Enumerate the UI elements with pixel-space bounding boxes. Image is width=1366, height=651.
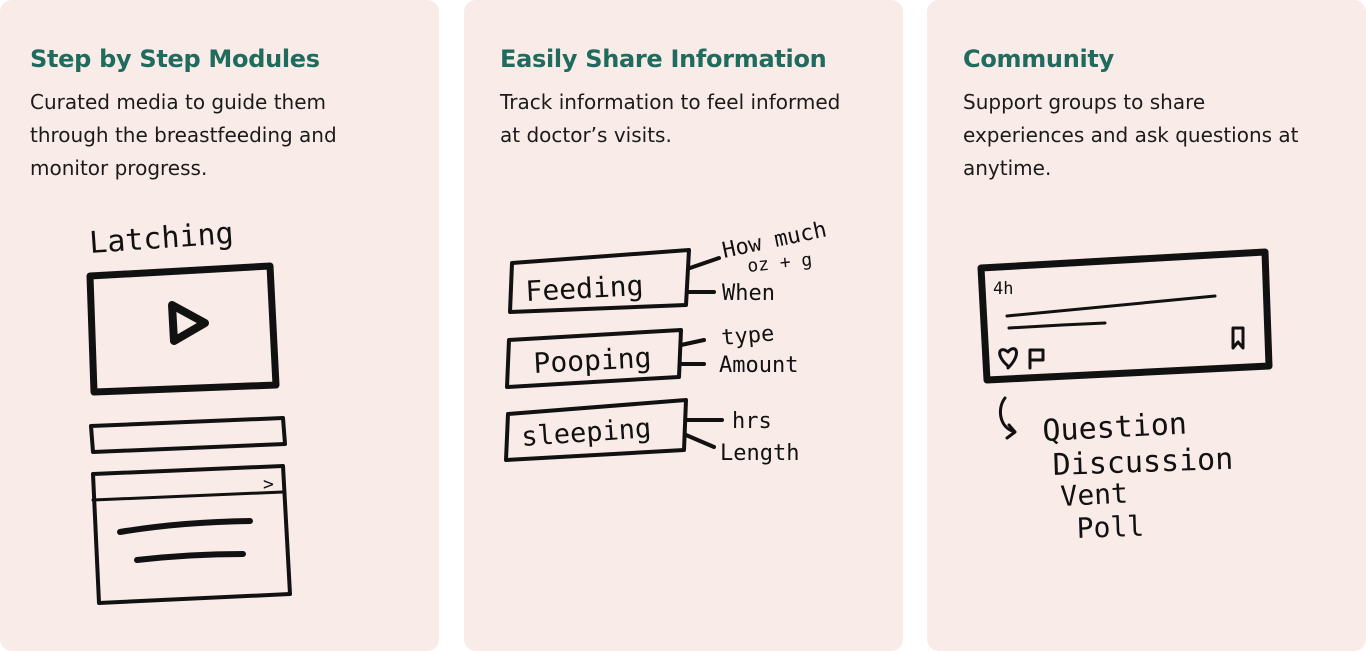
sleeping-box xyxy=(504,398,688,462)
feeding-box xyxy=(508,248,691,314)
feature-card-modules: Step by Step Modules Curated media to gu… xyxy=(0,0,439,651)
community-sketch: 4h Question Discussion Vent Poll xyxy=(977,248,1273,545)
pooping-box xyxy=(505,328,683,389)
connector xyxy=(688,256,721,270)
connector xyxy=(684,433,716,449)
post-text-line xyxy=(1005,294,1217,318)
box-label: Pooping xyxy=(533,341,653,380)
description-line: at doctor’s visits. xyxy=(500,123,672,147)
card-description: Curated media to guide them through the … xyxy=(30,86,337,185)
note: hrs xyxy=(732,409,772,434)
description-line: Support groups to share xyxy=(963,90,1206,114)
description-line: experiences and ask questions at xyxy=(963,123,1299,147)
post-type-label: Question xyxy=(1042,406,1188,449)
note: Amount xyxy=(719,353,798,378)
text-line-sketch xyxy=(134,551,246,563)
reply-arrow-icon xyxy=(998,396,1017,440)
post-type-label: Vent xyxy=(1060,477,1129,513)
module-sketch: Latching > xyxy=(86,216,292,605)
card-title: Easily Share Information xyxy=(500,45,827,73)
post-timestamp: 4h xyxy=(993,279,1013,299)
chevron-right-icon: > xyxy=(263,474,274,495)
feature-card-community: Community Support groups to share experi… xyxy=(927,0,1366,651)
note: Length xyxy=(720,441,799,466)
description-line: through the breastfeeding and xyxy=(30,123,337,147)
post-type-label: Discussion xyxy=(1052,442,1234,483)
post-card-sketch xyxy=(977,248,1273,384)
card-description: Track information to feel informed at do… xyxy=(500,86,840,152)
content-panel-sketch xyxy=(91,464,292,605)
progress-bar-sketch xyxy=(89,416,287,454)
play-icon xyxy=(168,301,209,345)
panel-divider xyxy=(91,490,285,502)
heart-icon xyxy=(998,347,1018,370)
description-line: anytime. xyxy=(963,156,1052,180)
feature-card-share: Easily Share Information Track informati… xyxy=(464,0,903,651)
card-title: Step by Step Modules xyxy=(30,45,320,73)
description-line: Track information to feel informed xyxy=(500,90,841,114)
post-type-label: Poll xyxy=(1076,510,1145,545)
post-text-line xyxy=(1007,321,1107,330)
note: type xyxy=(720,321,775,351)
video-frame xyxy=(86,262,280,396)
text-line-sketch xyxy=(117,518,253,535)
description-line: Curated media to guide them xyxy=(30,90,326,114)
note: When xyxy=(722,281,775,306)
description-line: monitor progress. xyxy=(30,156,208,180)
comment-icon xyxy=(1028,348,1045,370)
box-label: sleeping xyxy=(520,413,652,453)
card-title: Community xyxy=(963,45,1114,73)
connector xyxy=(679,338,706,347)
tracking-sketch: Feeding Pooping sleeping How much oz + g… xyxy=(504,217,829,466)
sketch-heading: Latching xyxy=(88,216,235,261)
card-description: Support groups to share experiences and … xyxy=(963,86,1299,185)
box-label: Feeding xyxy=(525,269,645,308)
bookmark-icon xyxy=(1231,326,1245,350)
